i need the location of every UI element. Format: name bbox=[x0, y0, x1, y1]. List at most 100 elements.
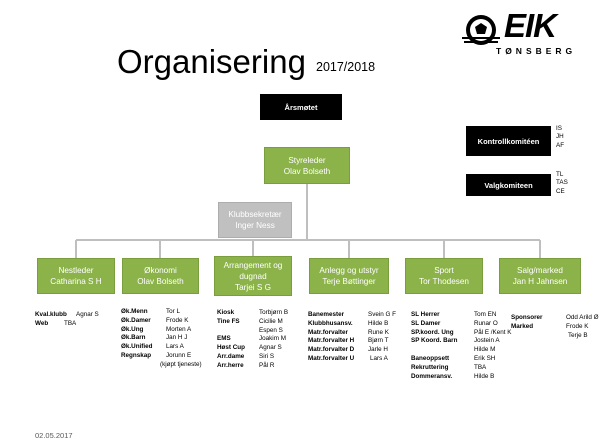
chair-box: Styreleder Olav Bolseth bbox=[264, 147, 350, 184]
dept3-names: Svein G F Hilde B Rune K Bjørn T Jarle H… bbox=[368, 311, 396, 364]
person-name: Tor L bbox=[166, 308, 180, 315]
role-label bbox=[511, 332, 543, 341]
role-label: Tine FS bbox=[217, 317, 240, 325]
person-name: Runar O bbox=[474, 319, 498, 327]
department-box-salg: Salg/marked Jan H Jahnsen bbox=[499, 258, 581, 294]
page-title: Organisering bbox=[117, 43, 306, 80]
member: CE bbox=[556, 187, 565, 195]
role-label: Øk.Damer bbox=[121, 316, 151, 324]
chair-name: Olav Bolseth bbox=[283, 166, 331, 176]
election-committee-label: Valgkomiteen bbox=[484, 180, 533, 190]
person-name: Joakim M bbox=[259, 335, 286, 343]
role-label: Øk.Unified bbox=[121, 343, 153, 351]
member: JH bbox=[556, 133, 564, 141]
dept1-roles: Øk.Menn Øk.Damer Øk.Ung Øk.Barn Øk.Unifi… bbox=[121, 308, 153, 370]
department-name: Tor Thodesen bbox=[419, 277, 469, 286]
secretary-box: Klubbsekretær Inger Ness bbox=[218, 202, 292, 238]
role-label: Matr.forvalter bbox=[308, 328, 348, 336]
member: TAS bbox=[556, 179, 568, 187]
department-name: Catharina S H bbox=[50, 277, 102, 286]
person-name: Frode K bbox=[166, 316, 189, 324]
person-name: Torbjørn B bbox=[259, 309, 289, 316]
department-role: Økonomi bbox=[144, 266, 177, 275]
department-name: Terje Bøttinger bbox=[322, 277, 376, 286]
person-name: Rune K bbox=[368, 328, 390, 336]
logo-name: EIK bbox=[504, 7, 557, 44]
department-name: Olav Bolseth bbox=[137, 277, 184, 286]
dept0-roles: Kval.klubb Web bbox=[35, 311, 67, 329]
dept4-roles: SL Herrer SL Damer SP.koord. Ung SP Koor… bbox=[411, 311, 457, 381]
department-box-nestleder: Nestleder Catharina S H bbox=[37, 258, 115, 294]
role-label: Matr.forvalter D bbox=[308, 346, 355, 354]
department-name: Tarjei S G bbox=[235, 282, 271, 292]
person-name: Agnar S bbox=[259, 344, 282, 352]
person-name: Morten A bbox=[166, 325, 192, 333]
department-box-okonomi: Økonomi Olav Bolseth bbox=[122, 258, 199, 294]
role-label: Kiosk bbox=[217, 309, 235, 316]
department-box-arrangement: Arrangement og dugnad Tarjei S G bbox=[214, 256, 292, 296]
person-name: Tom EN bbox=[474, 311, 497, 318]
role-label: Marked bbox=[511, 322, 534, 330]
role-label: Matr.forvalter U bbox=[308, 354, 355, 362]
person-name: Jarle H bbox=[368, 346, 388, 354]
person-name: Frode K bbox=[566, 322, 589, 330]
role-label bbox=[121, 361, 153, 370]
election-committee-members: TL TAS CE bbox=[556, 171, 568, 196]
department-box-anlegg: Anlegg og utstyr Terje Bøttinger bbox=[309, 258, 389, 294]
person-name: Hilde M bbox=[474, 346, 496, 354]
person-name: Pål E /Kent K bbox=[474, 328, 512, 336]
logo-town: TØNSBERG bbox=[496, 46, 577, 56]
football-icon bbox=[462, 15, 500, 45]
person-name: Pål R bbox=[259, 361, 275, 369]
control-committee-box: Kontrollkomitéen bbox=[466, 126, 551, 156]
annual-meeting-label: Årsmøtet bbox=[284, 102, 318, 112]
person-name: Agnar S bbox=[76, 311, 99, 318]
election-committee-box: Valgkomiteen bbox=[466, 174, 551, 196]
person-name: TBA bbox=[64, 319, 77, 327]
person-name: Bjørn T bbox=[368, 337, 389, 345]
member: IS bbox=[556, 125, 562, 132]
chair-role: Styreleder bbox=[288, 155, 326, 165]
person-name: Lars A bbox=[370, 354, 388, 362]
dept0-names: Agnar S TBA bbox=[64, 311, 99, 329]
role-label: Web bbox=[35, 319, 49, 327]
department-box-sport: Sport Tor Thodesen bbox=[405, 258, 483, 294]
role-label bbox=[217, 327, 245, 336]
role-label: Høst Cup bbox=[217, 344, 245, 352]
annual-meeting-box: Årsmøtet bbox=[260, 94, 342, 120]
person-name: Hilde B bbox=[368, 319, 389, 327]
person-name: Jan H J bbox=[166, 334, 188, 342]
control-committee-members: IS JH AF bbox=[556, 125, 564, 150]
role-label bbox=[411, 346, 457, 355]
season-label: 2017/2018 bbox=[316, 60, 376, 74]
secretary-name: Inger Ness bbox=[235, 221, 275, 230]
dept2-names: Torbjørn B Cicilie M Espen S Joakim M Ag… bbox=[259, 309, 288, 371]
person-name: Lars A bbox=[166, 343, 184, 351]
role-label: SL Herrer bbox=[411, 311, 440, 318]
person-name: Jostein A bbox=[474, 337, 500, 345]
department-name: Jan H Jahnsen bbox=[512, 277, 568, 286]
club-logo: EIK TØNSBERG bbox=[460, 8, 600, 60]
date-footer: 02.05.2017 bbox=[35, 431, 73, 440]
role-label: Arr.dame bbox=[217, 352, 245, 360]
dept5-names: Odd Arild Ø Frode K Terje B bbox=[566, 314, 599, 340]
control-committee-label: Kontrollkomitéen bbox=[477, 136, 540, 146]
person-name: Svein G F bbox=[368, 311, 396, 318]
role-label: Øk.Barn bbox=[121, 334, 146, 342]
department-role: Arrangement og dugnad bbox=[223, 260, 283, 281]
person-name: Cicilie M bbox=[259, 317, 283, 325]
member: TL bbox=[556, 171, 564, 178]
role-label: Dommeransv. bbox=[411, 372, 453, 380]
role-label: Øk.Menn bbox=[121, 308, 148, 315]
person-name: Odd Arild Ø bbox=[566, 314, 599, 321]
role-label: Matr.forvalter H bbox=[308, 337, 355, 345]
dept3-roles: Banemester Klubbhusansv. Matr.forvalter … bbox=[308, 311, 354, 364]
role-label: Baneoppsett bbox=[411, 354, 450, 362]
person-name: Siri S bbox=[259, 352, 275, 360]
person-name: TBA bbox=[474, 363, 487, 371]
role-label: SL Damer bbox=[411, 319, 441, 327]
dept2-roles: Kiosk Tine FS EMS Høst Cup Arr.dame Arr.… bbox=[217, 309, 245, 371]
role-label: Arr.herre bbox=[217, 361, 244, 369]
department-role: Salg/marked bbox=[517, 266, 563, 275]
person-name: Espen S bbox=[259, 326, 283, 334]
